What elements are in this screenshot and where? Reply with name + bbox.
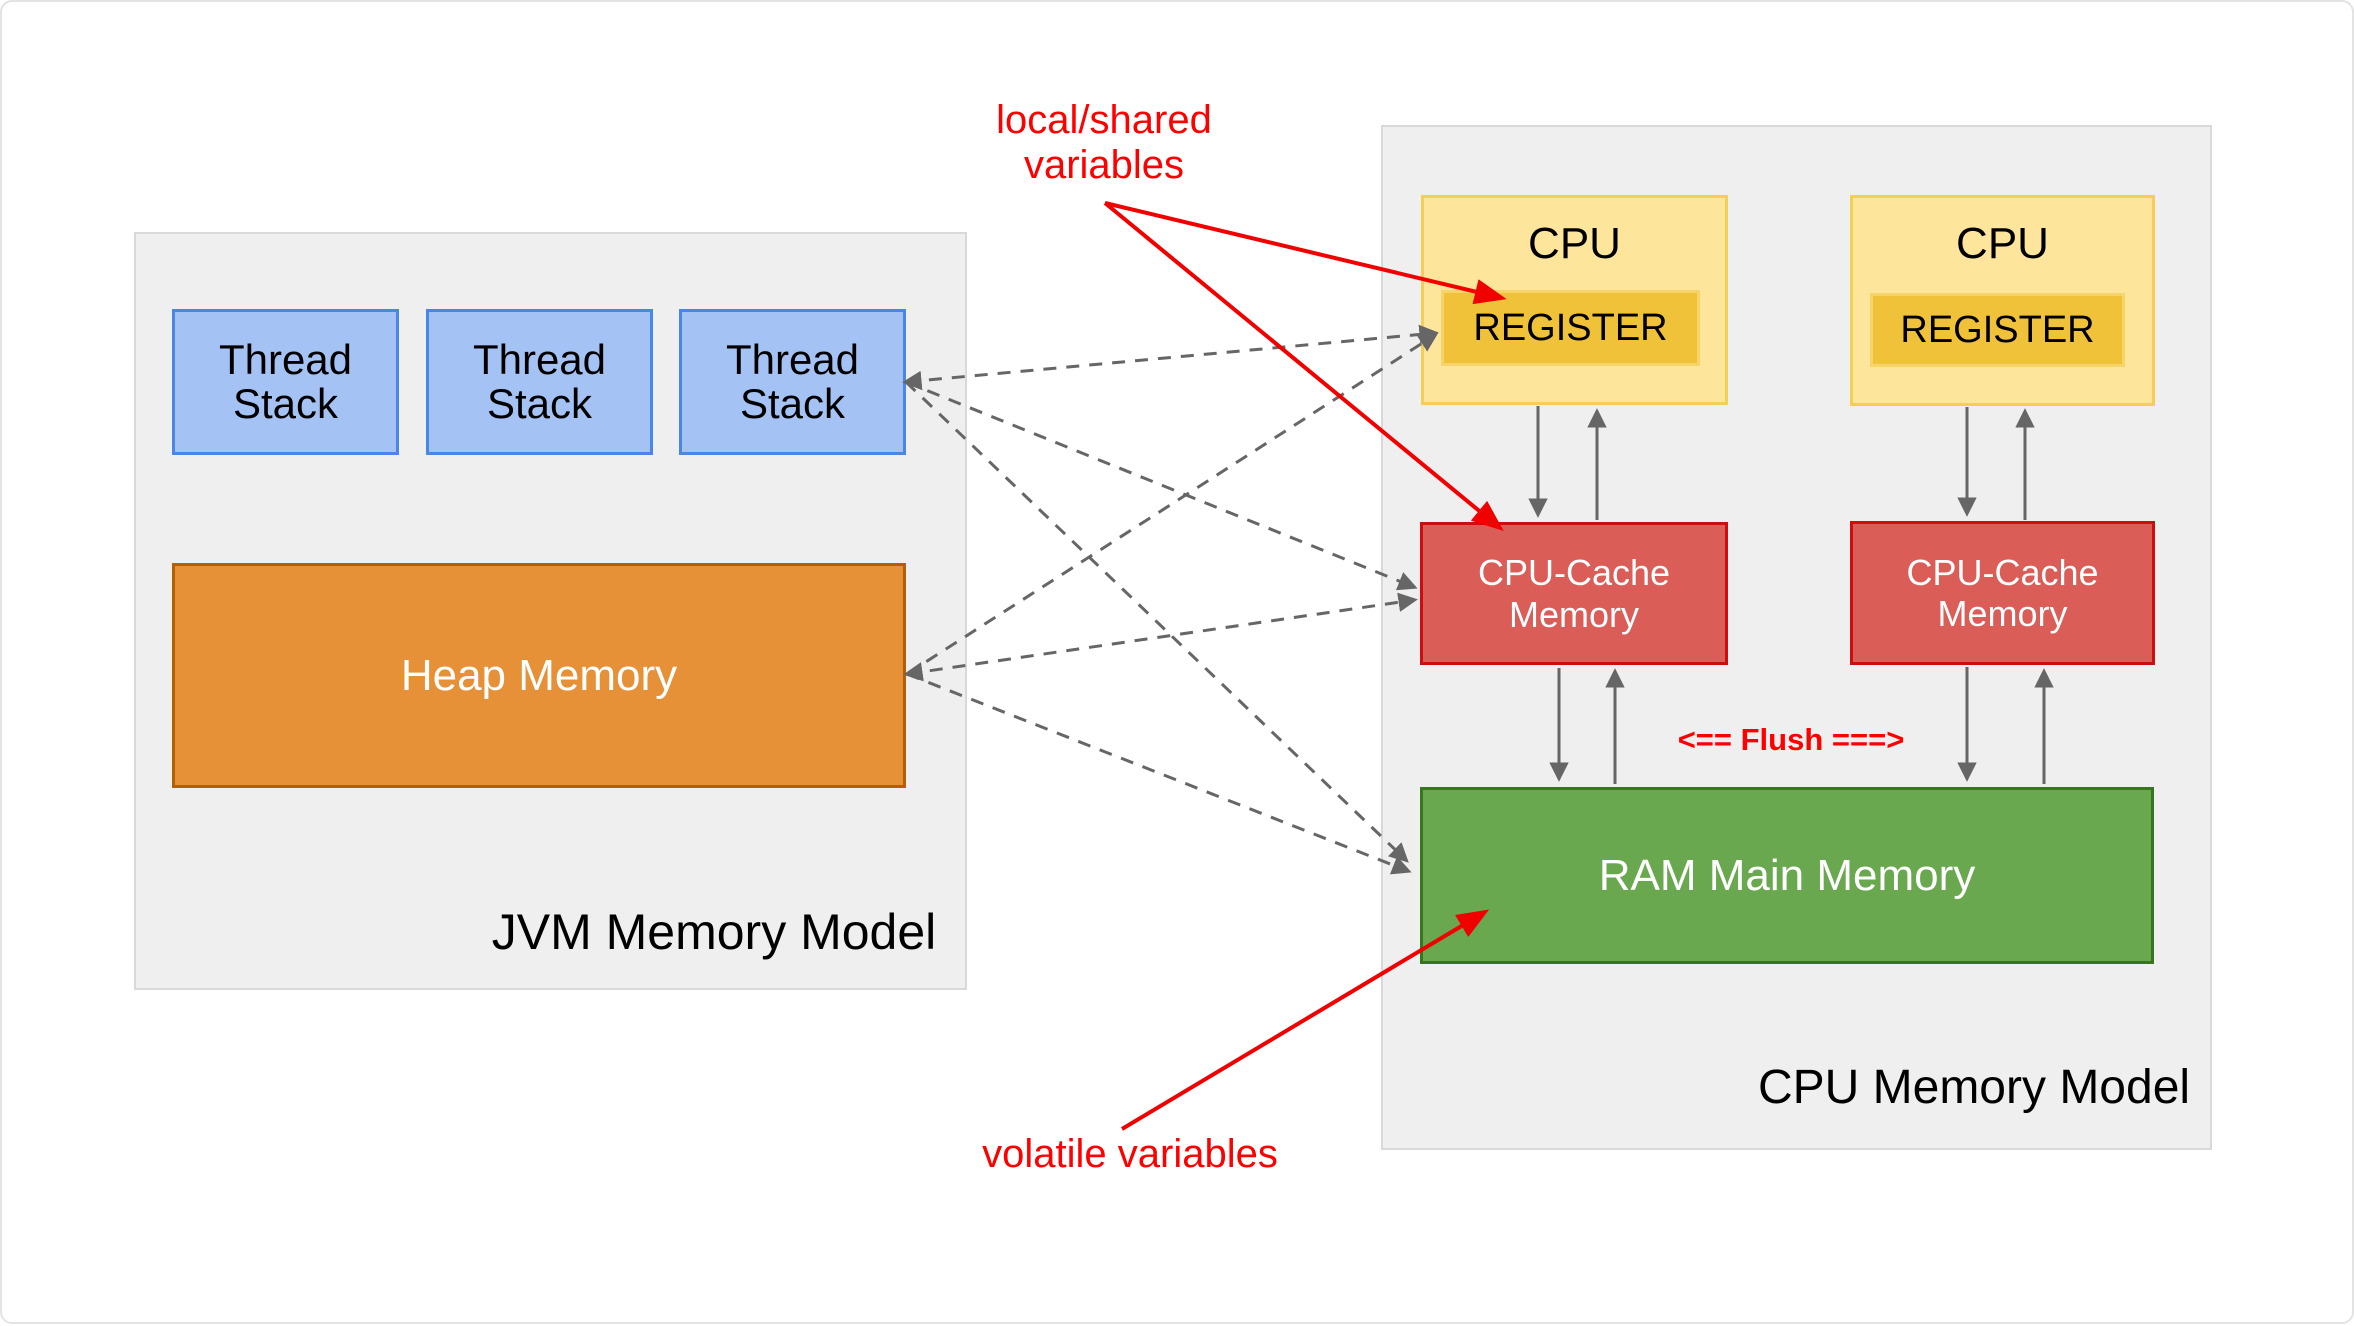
cpu-panel-title: CPU Memory Model	[1757, 1061, 2191, 1114]
heap-memory-label: Heap Memory	[400, 650, 678, 700]
heap-memory-box: Heap Memory	[172, 563, 906, 788]
local-shared-variables-annotation: local/shared variables	[996, 98, 1212, 187]
volatile-variables-annotation: volatile variables	[982, 1132, 1278, 1176]
dashed-memory-mapping-arrows	[902, 324, 1439, 875]
thread-stack-box-1: Thread Stack	[172, 309, 399, 455]
thread-stack-label: Thread Stack	[218, 335, 353, 427]
dashed-arrow-threadstack-cache	[905, 380, 1418, 591]
cpu-cache-label: CPU-Cache Memory	[1477, 552, 1671, 635]
dashed-arrow-heap-ram	[906, 672, 1412, 875]
register-box-1: REGISTER	[1441, 290, 1700, 366]
jvm-panel-title: JVM Memory Model	[491, 904, 937, 960]
cpu-label: CPU	[1956, 219, 2049, 268]
register-label: REGISTER	[1900, 308, 2095, 351]
dashed-arrow-threadstack-ram	[904, 380, 1409, 863]
dashed-arrow-threadstack-register	[902, 324, 1439, 391]
cpu-box-2: CPU REGISTER	[1850, 195, 2155, 406]
register-label: REGISTER	[1473, 306, 1668, 349]
cpu-box-1: CPU REGISTER	[1421, 195, 1728, 405]
dashed-arrow-heap-cache	[903, 592, 1418, 682]
cpu-label: CPU	[1528, 219, 1621, 268]
dashed-arrow-heap-register	[906, 332, 1439, 676]
ram-main-memory-box: RAM Main Memory	[1420, 787, 2154, 964]
thread-stack-label: Thread Stack	[725, 335, 860, 427]
thread-stack-box-3: Thread Stack	[679, 309, 906, 455]
thread-stack-box-2: Thread Stack	[426, 309, 653, 455]
flush-annotation: <== Flush ===>	[1677, 722, 1905, 757]
cpu-cache-box-1: CPU-Cache Memory	[1420, 522, 1728, 665]
thread-stack-label: Thread Stack	[472, 335, 607, 427]
cpu-cache-label: CPU-Cache Memory	[1906, 551, 2099, 634]
ram-label: RAM Main Memory	[1598, 850, 1976, 900]
register-box-2: REGISTER	[1870, 293, 2125, 367]
cpu-cache-box-2: CPU-Cache Memory	[1850, 521, 2155, 665]
